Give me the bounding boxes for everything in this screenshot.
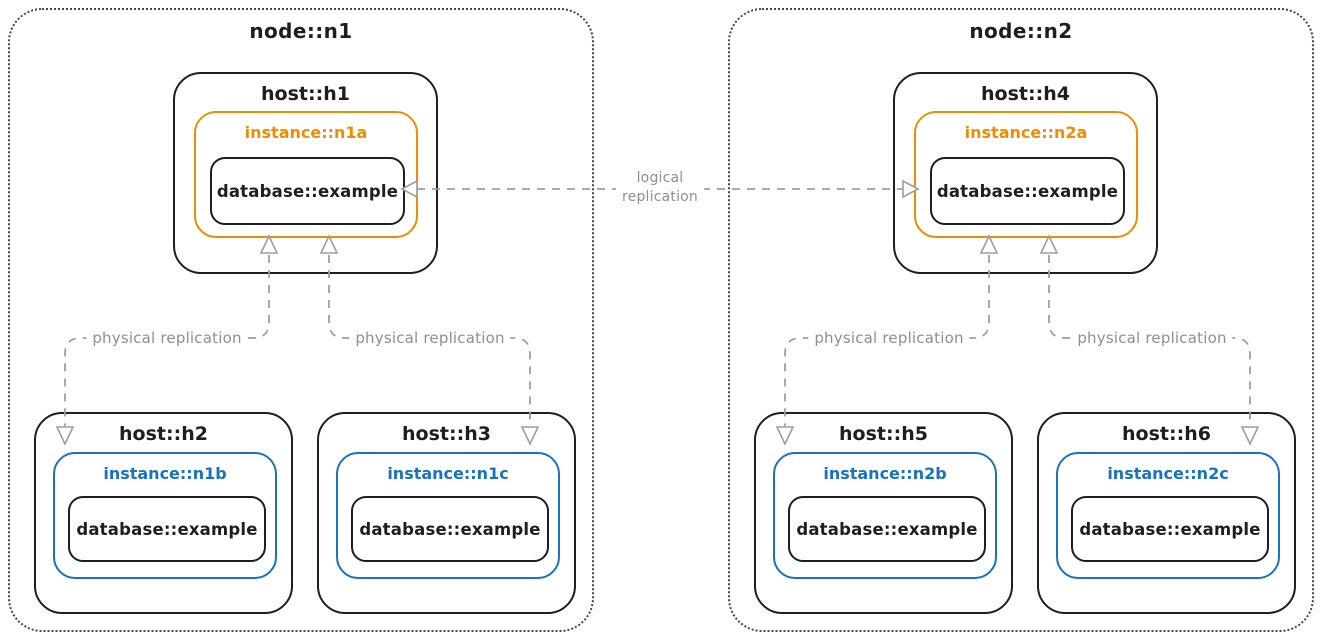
instance-title: instance::n2a xyxy=(964,123,1088,142)
instance-n2a-box: instance::n2a database::example xyxy=(914,111,1138,238)
database-box: database::example xyxy=(930,157,1125,225)
node-title: node::n2 xyxy=(969,19,1073,43)
host-h1-box: host::h1 instance::n1a database::example xyxy=(173,72,438,274)
node-title: node::n1 xyxy=(249,19,353,43)
host-title: host::h6 xyxy=(1122,423,1211,445)
host-h6-box: host::h6 instance::n2c database::example xyxy=(1037,412,1296,614)
database-box: database::example xyxy=(1071,496,1269,562)
database-label: database::example xyxy=(76,519,258,539)
database-box: database::example xyxy=(788,496,986,562)
database-label: database::example xyxy=(796,519,978,539)
logical-replication-label: logical replication xyxy=(615,169,705,207)
host-title: host::h5 xyxy=(839,423,928,445)
database-box: database::example xyxy=(68,496,266,562)
database-box: database::example xyxy=(351,496,549,562)
instance-title: instance::n1a xyxy=(244,123,368,142)
physical-replication-label: physical replication xyxy=(808,329,970,347)
database-label: database::example xyxy=(1079,519,1261,539)
instance-n1c-box: instance::n1c database::example xyxy=(336,452,560,579)
host-h5-box: host::h5 instance::n2b database::example xyxy=(754,412,1013,614)
physical-replication-label: physical replication xyxy=(1071,329,1233,347)
instance-title: instance::n2b xyxy=(823,464,947,483)
instance-title: instance::n1c xyxy=(387,464,509,483)
host-h4-box: host::h4 instance::n2a database::example xyxy=(893,72,1158,274)
host-h3-box: host::h3 instance::n1c database::example xyxy=(317,412,576,614)
node-n1-container: node::n1 host::h1 instance::n1a database… xyxy=(8,8,594,632)
database-box: database::example xyxy=(210,157,405,225)
host-title: host::h1 xyxy=(261,83,350,105)
host-title: host::h4 xyxy=(981,83,1070,105)
database-label: database::example xyxy=(216,181,399,201)
instance-n1a-box: instance::n1a database::example xyxy=(194,111,418,238)
node-n2-container: node::n2 host::h4 instance::n2a database… xyxy=(728,8,1314,632)
database-label: database::example xyxy=(936,181,1119,201)
instance-n2b-box: instance::n2b database::example xyxy=(773,452,997,579)
host-title: host::h2 xyxy=(119,423,208,445)
database-label: database::example xyxy=(359,519,541,539)
instance-title: instance::n1b xyxy=(103,464,227,483)
instance-n2c-box: instance::n2c database::example xyxy=(1056,452,1280,579)
physical-replication-label: physical replication xyxy=(349,329,511,347)
instance-n1b-box: instance::n1b database::example xyxy=(53,452,277,579)
physical-replication-label: physical replication xyxy=(86,329,248,347)
host-title: host::h3 xyxy=(402,423,491,445)
host-h2-box: host::h2 instance::n1b database::example xyxy=(34,412,293,614)
instance-title: instance::n2c xyxy=(1107,464,1229,483)
